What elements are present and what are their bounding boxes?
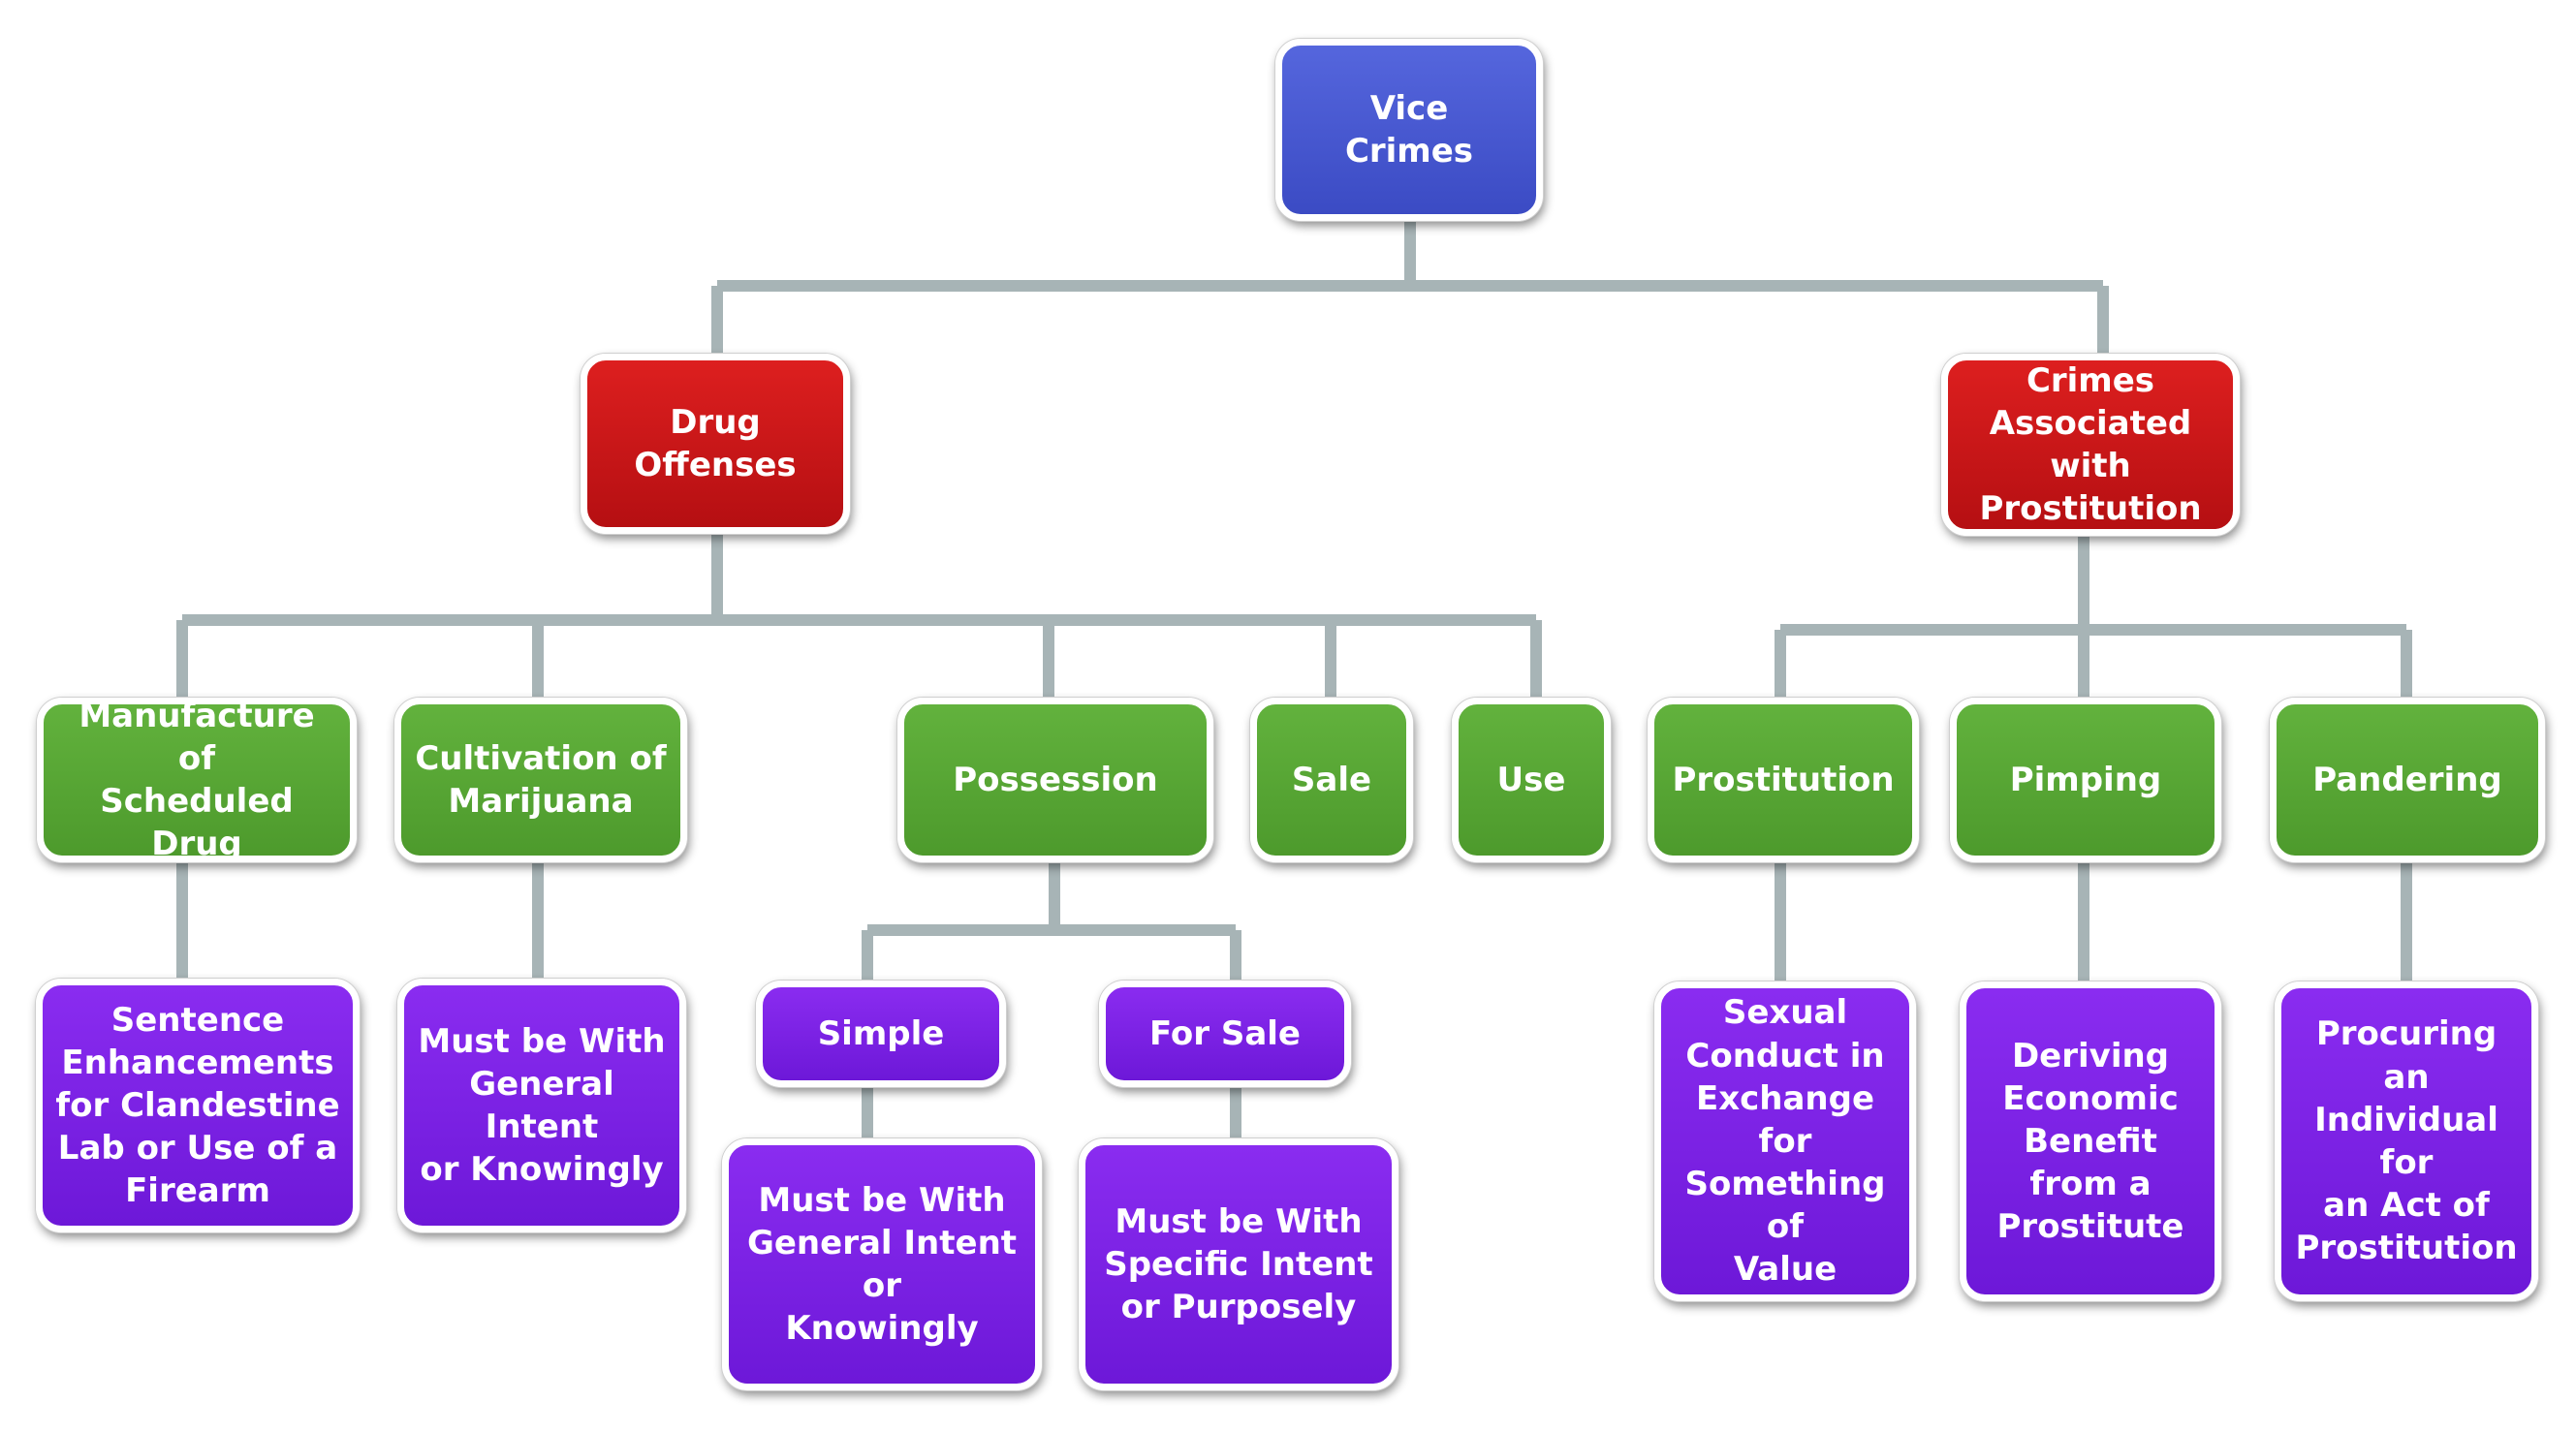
node-drug-offenses: Drug Offenses bbox=[581, 354, 850, 534]
node-simple: Simple bbox=[756, 981, 1006, 1087]
node-use: Use bbox=[1452, 698, 1611, 862]
node-pandering: Pandering bbox=[2270, 698, 2545, 862]
node-sexual-conduct: Sexual Conduct in Exchange for Something… bbox=[1654, 981, 1916, 1301]
node-deriving-economic-benefit: Deriving Economic Benefit from a Prostit… bbox=[1960, 981, 2221, 1301]
node-pimping: Pimping bbox=[1950, 698, 2221, 862]
node-cultivation-of-marijuana: Cultivation of Marijuana bbox=[394, 698, 687, 862]
node-for-sale-intent: Must be With Specific Intent or Purposel… bbox=[1079, 1138, 1398, 1390]
node-possession: Possession bbox=[897, 698, 1213, 862]
node-manufacture-of-scheduled-drug: Manufacture of Scheduled Drug bbox=[37, 697, 357, 863]
node-procuring-individual: Procuring an Individual for an Act of Pr… bbox=[2275, 981, 2538, 1301]
node-vice-crimes: Vice Crimes bbox=[1275, 39, 1543, 221]
node-cultivation-intent: Must be With General Intent or Knowingly bbox=[397, 979, 686, 1232]
node-for-sale: For Sale bbox=[1099, 981, 1351, 1087]
node-simple-intent: Must be With General Intent or Knowingly bbox=[722, 1138, 1042, 1390]
node-sentence-enhancements: Sentence Enhancements for Clandestine La… bbox=[36, 979, 360, 1232]
node-sale: Sale bbox=[1250, 698, 1413, 862]
node-crimes-associated-with-prostitution: Crimes Associated with Prostitution bbox=[1941, 354, 2240, 536]
node-prostitution: Prostitution bbox=[1648, 698, 1919, 862]
